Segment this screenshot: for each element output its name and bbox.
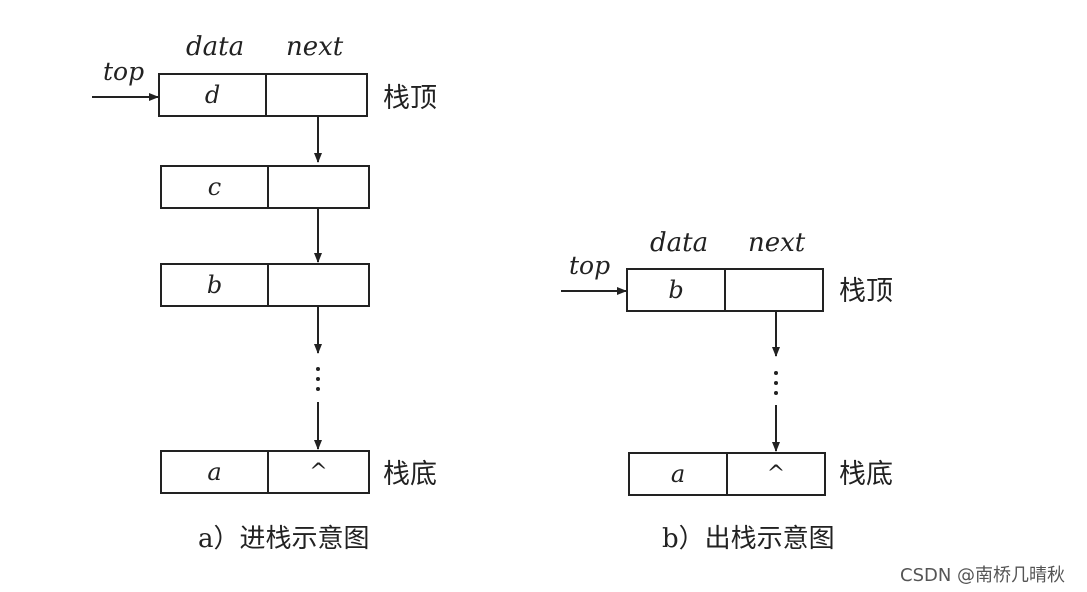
node-data-cell: b	[628, 270, 726, 310]
pop-bottom-side-label: 栈底	[839, 459, 893, 490]
null-pointer-cell: ^	[309, 459, 328, 485]
push-node-c: c	[160, 165, 370, 209]
push-header-data: data	[186, 32, 245, 62]
push-ellipsis-dots	[316, 367, 320, 391]
push-header-next: next	[286, 32, 344, 62]
push-top-side-label: 栈顶	[383, 83, 437, 114]
pop-top-side-label: 栈顶	[839, 276, 893, 307]
push-node-d: d	[158, 73, 368, 117]
pop-node-b: b	[626, 268, 824, 312]
pop-caption: b）出栈示意图	[662, 524, 835, 554]
node-data-cell: c	[162, 167, 269, 207]
node-data-cell: a	[162, 452, 269, 492]
push-node-b: b	[160, 263, 370, 307]
node-next-cell	[269, 167, 368, 207]
watermark: CSDN @南桥几晴秋	[900, 565, 1066, 586]
node-next-cell	[726, 270, 822, 310]
pop-top-label: top	[569, 251, 611, 280]
pop-node-a: a ^	[628, 452, 826, 496]
node-next-cell	[267, 75, 366, 115]
push-node-a: a ^	[160, 450, 370, 494]
pop-header-next: next	[748, 228, 806, 258]
push-caption: a）进栈示意图	[198, 524, 370, 554]
pop-header-data: data	[650, 228, 709, 258]
node-data-cell: b	[162, 265, 269, 305]
node-data-cell: a	[630, 454, 728, 494]
push-top-label: top	[103, 57, 145, 86]
pop-ellipsis-dots	[774, 371, 778, 395]
node-next-cell	[269, 265, 368, 305]
null-pointer-cell: ^	[766, 461, 786, 487]
push-bottom-side-label: 栈底	[383, 459, 437, 490]
node-data-cell: d	[160, 75, 267, 115]
